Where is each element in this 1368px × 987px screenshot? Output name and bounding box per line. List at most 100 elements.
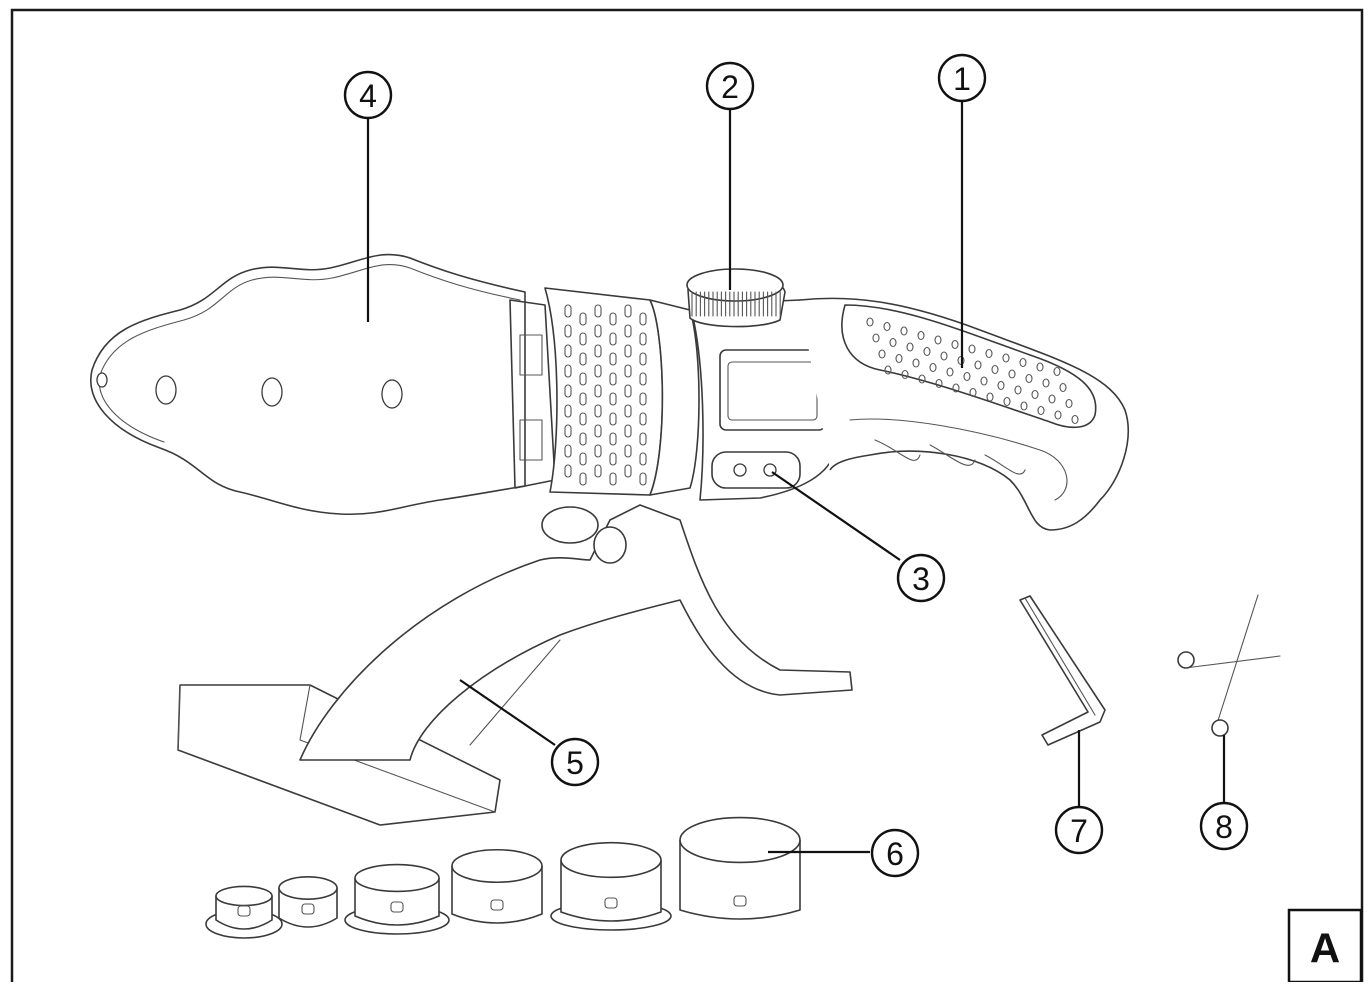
grip-dot [901, 369, 909, 380]
vent-slot [564, 444, 572, 458]
grip-dot [923, 346, 931, 357]
indicator-panel [711, 451, 801, 489]
stand [177, 504, 853, 826]
grip-dot [968, 344, 976, 354]
grip-dot [1025, 373, 1033, 384]
grip-dot [985, 348, 993, 359]
callout-3-number: 3 [912, 561, 930, 597]
callout-3: 3 [896, 553, 946, 603]
grip-dot [1036, 362, 1044, 372]
vent-slot [639, 412, 647, 426]
vent-slot [579, 352, 587, 366]
grip-dot [883, 321, 891, 332]
vent-slot [579, 452, 587, 466]
grip-dot [1054, 410, 1062, 420]
screws [1177, 594, 1281, 737]
nozzle-screw [733, 895, 747, 907]
vent-slot [564, 384, 572, 398]
vent-slot [639, 452, 647, 466]
grip-dot [1042, 378, 1050, 388]
grip-dot [952, 383, 960, 393]
grip-dot [997, 380, 1005, 391]
vent-slot [594, 404, 602, 418]
grip-dot [878, 349, 886, 359]
callout-2: 2 [705, 61, 755, 111]
grip-dot [1002, 353, 1010, 363]
vent-slot [579, 372, 587, 386]
figure-label: A [1310, 925, 1340, 972]
vent-slot [609, 432, 617, 446]
vent-slot [594, 324, 602, 338]
grip-dot [1071, 414, 1079, 425]
vent-slot [564, 464, 572, 478]
grip-dot [917, 330, 925, 341]
vent-slot [609, 412, 617, 426]
grip-dot [951, 339, 959, 350]
vent-slot [594, 464, 602, 478]
vent-slot [639, 352, 647, 366]
vent-slot [594, 344, 602, 358]
nozzle [205, 885, 283, 939]
nozzle-top [354, 863, 440, 893]
vent-slot [579, 332, 587, 346]
vent-slot [609, 332, 617, 346]
callout-8-number: 8 [1215, 809, 1233, 845]
grip-dot [1020, 401, 1028, 411]
vent-slot [624, 464, 632, 478]
callout-6-number: 6 [886, 836, 904, 872]
grip-dot [1019, 357, 1027, 368]
vent-slot [639, 432, 647, 446]
vent-slot [639, 332, 647, 346]
vent-slot [609, 312, 617, 326]
grip-dot [884, 365, 892, 375]
grip-dot [1014, 385, 1022, 395]
allen-key [1019, 595, 1106, 746]
nozzle-top [451, 848, 543, 884]
vent-slot [624, 404, 632, 418]
nozzle [278, 875, 338, 928]
grip-dot [906, 342, 914, 352]
heating-plate [90, 253, 556, 516]
vent-slot [594, 384, 602, 398]
grip-dot [1008, 369, 1016, 379]
callout-1-number: 1 [953, 61, 971, 97]
callout-7-number: 7 [1070, 813, 1088, 849]
nozzle-screw [390, 901, 404, 913]
grip-dot [986, 392, 994, 402]
vent-slot [639, 372, 647, 386]
plate-hole [381, 379, 403, 409]
vent-slot [624, 364, 632, 378]
plate-hole [96, 372, 108, 388]
grip-dot [940, 351, 948, 361]
grip-dot [895, 353, 903, 364]
vent-slot [639, 312, 647, 326]
grip-dot [935, 378, 943, 389]
grip-dot [866, 317, 874, 327]
nozzle-screw [604, 897, 618, 909]
vent-slot [594, 304, 602, 318]
grip-dot [1065, 398, 1073, 409]
vent-slot [564, 364, 572, 378]
figure-label-box: A [1287, 908, 1363, 984]
tool-body [689, 299, 840, 501]
vent-slot [624, 344, 632, 358]
nozzle-top [215, 885, 273, 907]
vent-slot [594, 424, 602, 438]
vent-slot [624, 324, 632, 338]
callout-8: 8 [1199, 801, 1249, 851]
vent-slot [564, 344, 572, 358]
nozzle [344, 863, 450, 935]
grip-dot [1048, 394, 1056, 404]
grip-dot [912, 358, 920, 368]
vent-slot [609, 352, 617, 366]
plate-hole [261, 377, 283, 407]
vent-slot [579, 472, 587, 486]
grip-dot [1037, 405, 1045, 416]
grip-dot [946, 367, 954, 377]
callout-6: 6 [870, 828, 920, 878]
grip-dot [889, 337, 897, 348]
grip-dot [1003, 396, 1011, 407]
grip-dot [974, 360, 982, 370]
callout-4-number: 4 [359, 78, 377, 114]
